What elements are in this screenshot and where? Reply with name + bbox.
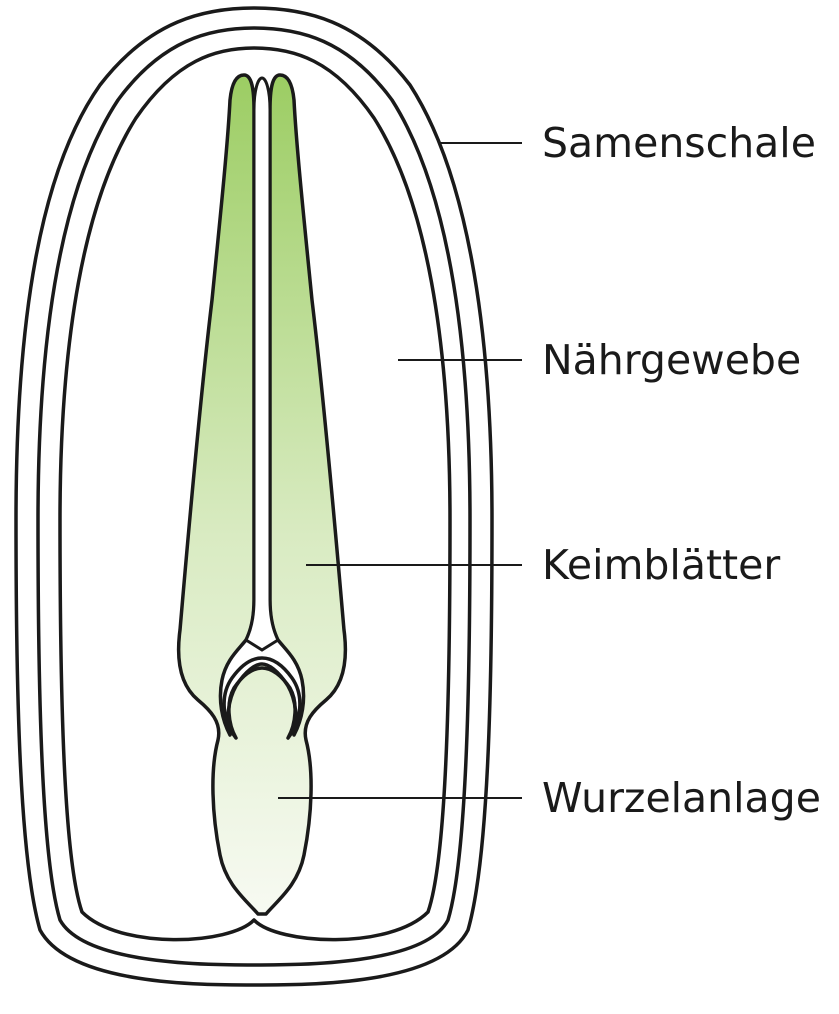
label-radicle: Wurzelanlage <box>542 774 821 822</box>
label-endosperm: Nährgewebe <box>542 336 801 384</box>
label-cotyledons: Keimblätter <box>542 541 780 589</box>
label-seed-coat: Samenschale <box>542 119 816 167</box>
